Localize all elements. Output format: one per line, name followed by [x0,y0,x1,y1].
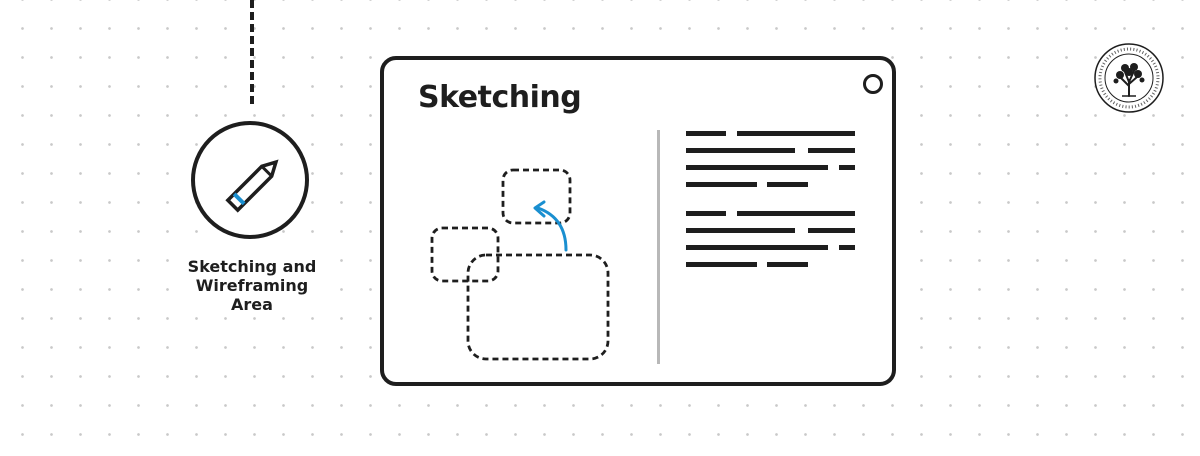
sketch-area [430,168,610,361]
sketching-card: Sketching [380,56,896,386]
curved-arrow-icon [536,206,568,252]
text-line [767,182,808,187]
text-line [686,262,757,267]
text-line [686,131,726,136]
dashed-connector-line [250,0,254,104]
caption-line-1: Sketching and [187,257,317,276]
dashed-box-small-top [501,168,572,225]
arrow-head-icon [533,200,546,218]
pencil-icon [225,159,279,213]
sketching-icon-circle [191,121,309,239]
text-line [808,228,855,233]
text-line [737,211,855,216]
text-line [808,148,855,153]
ixdf-logo-icon [1094,43,1164,113]
text-line [686,165,828,170]
text-line [839,245,855,250]
text-line [686,148,795,153]
text-line [686,211,726,216]
text-line [839,165,855,170]
card-title: Sketching [418,80,582,115]
text-line [686,182,757,187]
caption-line-3: Area [231,295,273,314]
caption-line-2: Wireframing [195,276,309,295]
card-divider [657,130,660,364]
text-line [737,131,855,136]
card-corner-circle [863,74,883,94]
area-caption: Sketching and Wireframing Area [172,257,332,314]
text-line [767,262,808,267]
text-line [686,245,828,250]
text-line [686,228,795,233]
dashed-box-small-left [430,226,500,283]
ixdf-logo [1093,42,1165,114]
dashed-box-large [466,253,610,361]
